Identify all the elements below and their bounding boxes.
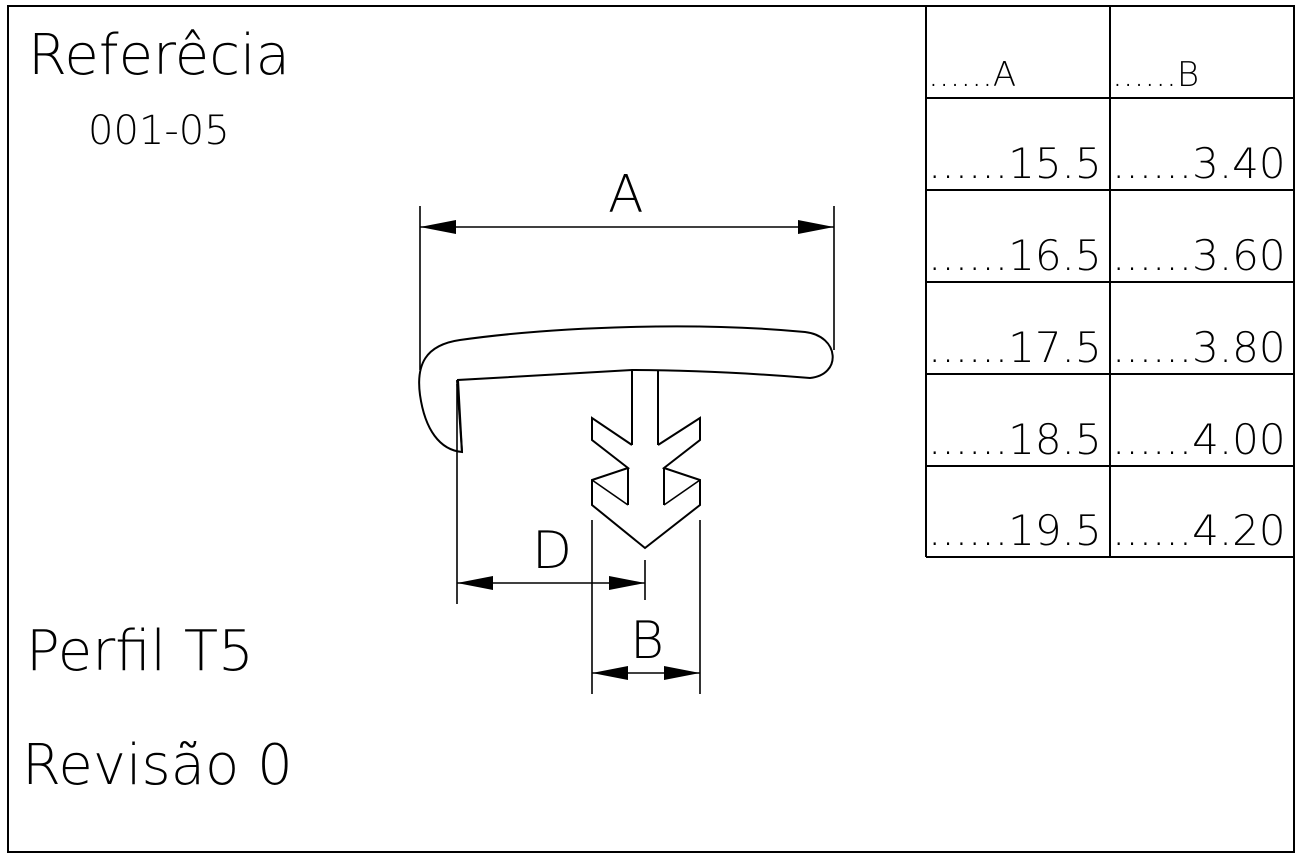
dim-d-label: D — [532, 521, 572, 581]
dim-d-arrow-right — [609, 576, 645, 590]
revision-label: Revisão 0 — [22, 733, 293, 798]
table-cell-a: ......19.5 — [928, 506, 1102, 555]
table-cell-a: ......17.5 — [928, 323, 1102, 372]
table-cell-a: ......18.5 — [928, 415, 1102, 464]
table-cell-b: ......4.00 — [1112, 415, 1286, 464]
dim-b-arrow-right — [664, 666, 700, 680]
dim-a-arrow-left — [420, 220, 456, 234]
dim-a-arrow-right — [798, 220, 834, 234]
dim-a-label: A — [608, 165, 644, 225]
barb-left-lower — [591, 479, 629, 506]
reference-label: Referêcia — [28, 23, 290, 88]
table-cell-b: ......3.40 — [1112, 139, 1286, 188]
reference-code: 001-05 — [88, 108, 230, 154]
dim-b-arrow-left — [592, 666, 628, 680]
t-profile-shape — [418, 325, 834, 550]
dimension-d: D — [456, 384, 646, 604]
dim-d-arrow-left — [457, 576, 493, 590]
table-cell-b: ......4.20 — [1112, 506, 1286, 555]
profile-lip — [456, 379, 463, 453]
dimension-table: ......A ......B ......15.5 ......3.40 ..… — [925, 6, 1294, 558]
profile-label: Perfil T5 — [26, 619, 254, 684]
profile-cap — [418, 325, 834, 454]
table-cell-a: ......16.5 — [928, 231, 1102, 280]
table-cell-b: ......3.80 — [1112, 323, 1286, 372]
table-header-a: ......A — [928, 55, 1016, 95]
barb-right-lower — [663, 479, 701, 506]
dim-b-label: B — [630, 611, 664, 671]
sheet-border — [7, 5, 1295, 853]
table-cell-b: ......3.60 — [1112, 231, 1286, 280]
profile-barbed-stem — [591, 416, 701, 550]
table-cell-a: ......15.5 — [928, 139, 1102, 188]
dimension-b: B — [591, 520, 701, 694]
dimension-a: A — [419, 165, 835, 370]
table-header-b: ......B — [1112, 55, 1199, 95]
